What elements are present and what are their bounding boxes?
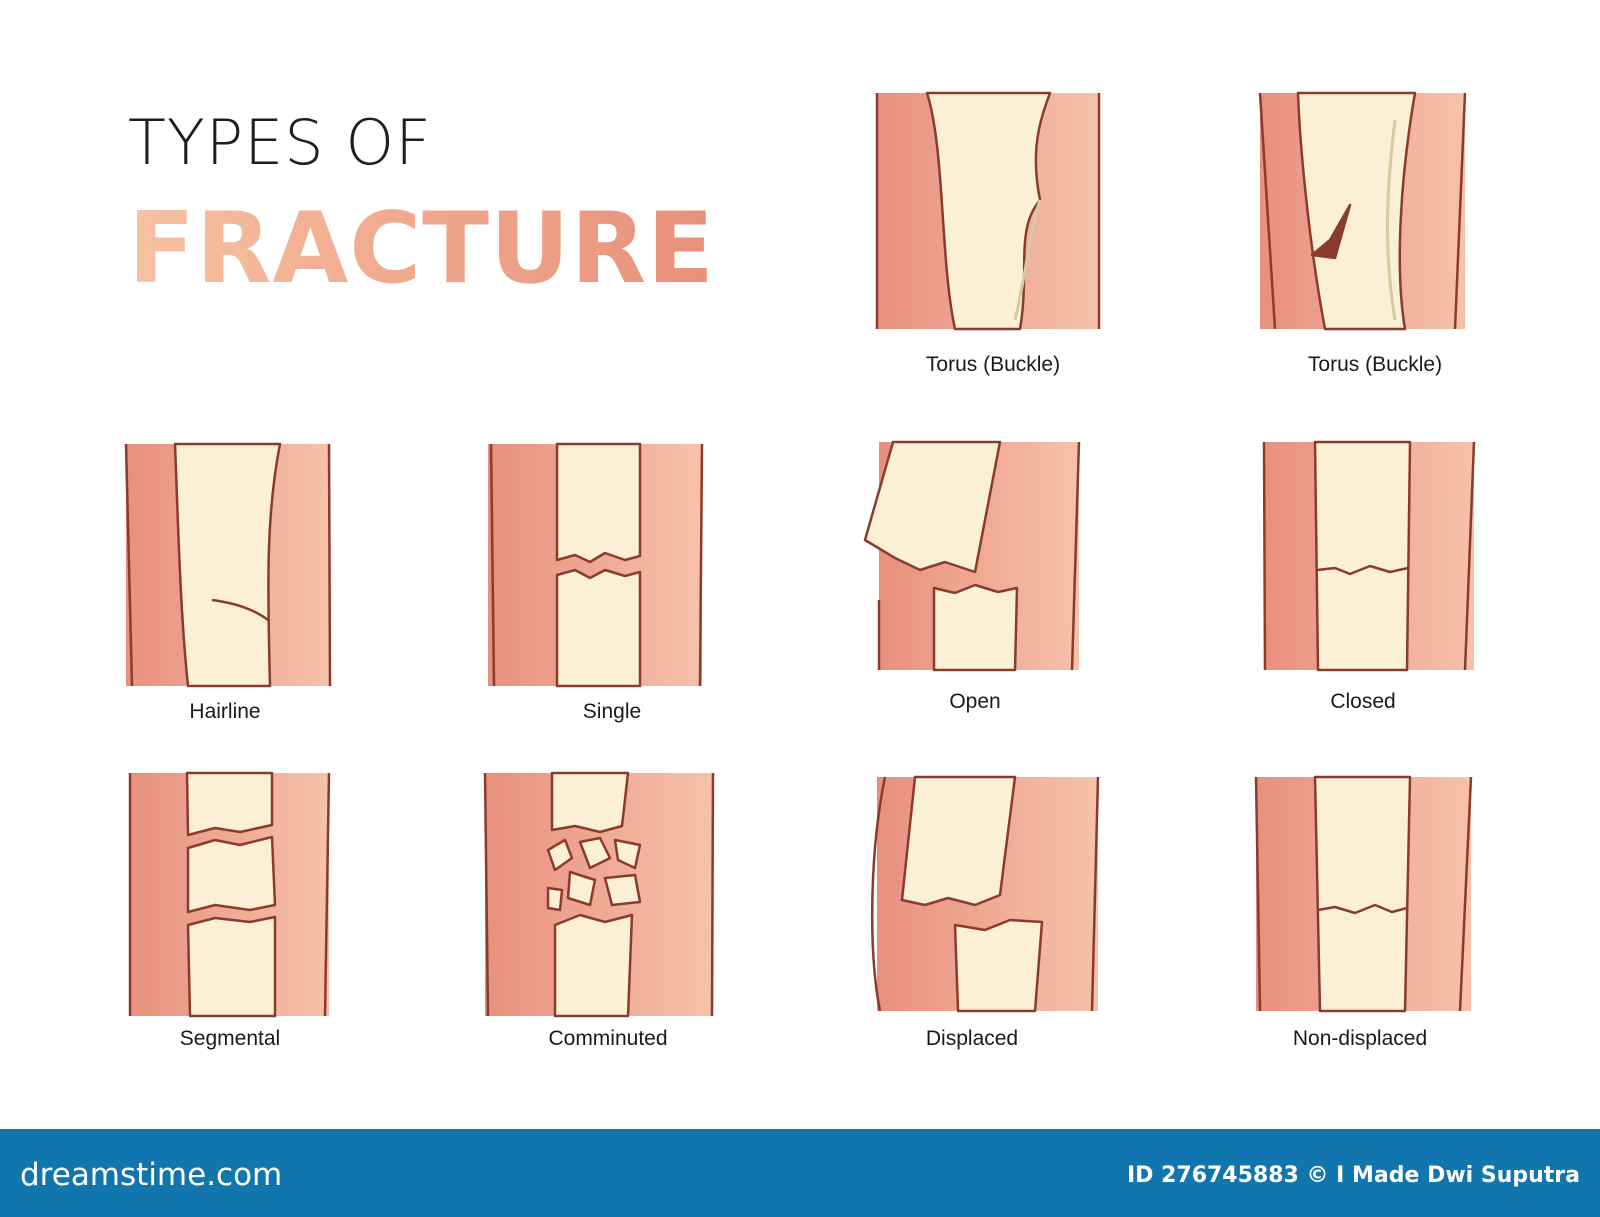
non-displaced-illustration — [1254, 775, 1473, 1013]
torus-buckle-illustration-1 — [875, 91, 1101, 331]
label-closed: Closed — [1330, 690, 1396, 713]
label-displaced: Displaced — [925, 1027, 1019, 1050]
hairline-illustration — [124, 442, 332, 688]
title-line-2: FRACTURE — [128, 192, 716, 306]
label-hairline: Hairline — [189, 700, 261, 723]
displaced-illustration — [870, 775, 1100, 1013]
label-segmental: Segmental — [179, 1027, 281, 1050]
closed-illustration — [1262, 440, 1476, 672]
title-line-1: TYPES OF — [128, 106, 432, 179]
torus-buckle-illustration-2 — [1258, 91, 1467, 331]
label-open: Open — [949, 690, 1001, 713]
label-non-displaced: Non-displaced — [1292, 1027, 1428, 1050]
footer-credit: ID 276745883 © I Made Dwi Suputra — [1126, 1163, 1580, 1188]
single-illustration — [488, 442, 704, 688]
label-comminuted: Comminuted — [548, 1027, 668, 1050]
footer-bar: dreamstime.com ID 276745883 © I Made Dwi… — [0, 1129, 1600, 1217]
label-torus-1: Torus (Buckle) — [925, 353, 1061, 376]
open-illustration — [863, 440, 1081, 672]
comminuted-illustration — [483, 771, 715, 1018]
footer-logo[interactable]: dreamstime.com — [20, 1157, 283, 1193]
segmental-illustration — [128, 771, 331, 1018]
label-single: Single — [582, 700, 642, 723]
label-torus-2: Torus (Buckle) — [1307, 353, 1443, 376]
